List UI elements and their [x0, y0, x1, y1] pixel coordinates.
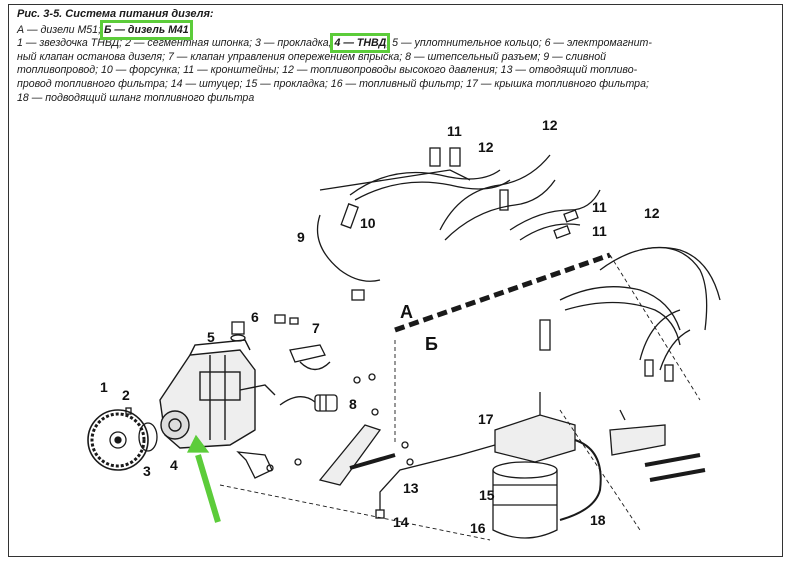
bracket-plate — [318, 424, 382, 486]
leader-lines — [219, 254, 701, 541]
label-18: 18 — [590, 512, 606, 528]
return-line — [316, 214, 381, 282]
label-13: 13 — [403, 480, 419, 496]
label-6: 6 — [251, 309, 259, 325]
green-arrow-head — [186, 434, 210, 453]
label-4: 4 — [170, 457, 178, 473]
high-pressure-lines-a — [349, 154, 601, 241]
bracket-11c — [553, 225, 571, 239]
clip — [351, 289, 365, 301]
label-3: 3 — [143, 463, 151, 479]
highlight-variant-b: Б — дизель М41 — [99, 19, 193, 40]
label-12c: 12 — [644, 205, 660, 221]
label-9: 9 — [297, 229, 305, 245]
segment-key — [125, 407, 132, 415]
label-2: 2 — [122, 387, 130, 403]
divider-line — [394, 252, 611, 333]
label-16: 16 — [470, 520, 486, 536]
label-15: 15 — [479, 487, 495, 503]
label-11c: 11 — [592, 223, 607, 239]
caption-line-2: 1 — звездочка ТНВД; 2 — сегментная шпонк… — [17, 33, 652, 54]
plug-connector — [279, 394, 338, 412]
sprocket — [87, 409, 149, 471]
caption-line-4: топливопровод; 10 — форсунка; 11 — кронш… — [17, 64, 638, 77]
label-8: 8 — [349, 396, 357, 412]
filter-bracket — [609, 424, 666, 456]
label-17: 17 — [478, 411, 494, 427]
bracket-lower — [236, 451, 273, 479]
label-7: 7 — [312, 320, 320, 336]
timing-valve — [289, 344, 326, 363]
gasket-ring — [138, 422, 158, 452]
caption-line-3: ный клапан останова дизеля; 7 — клапан у… — [17, 50, 606, 63]
valve-loop — [299, 361, 331, 371]
injection-pump — [159, 339, 276, 449]
caption-line-6: 18 — подводящий шланг топливного фильтра — [17, 91, 255, 104]
bolt-long-2 — [649, 468, 706, 482]
label-1: 1 — [100, 379, 108, 395]
bracket-11b — [563, 209, 579, 223]
label-14: 14 — [393, 514, 409, 530]
diagram-frame — [8, 4, 783, 557]
zone-label-b: Б — [425, 334, 438, 354]
figure-caption: Рис. 3-5. Система питания дизеля: А — ди… — [17, 8, 777, 105]
zone-label-a: А — [400, 302, 413, 322]
bolt-long-1 — [644, 453, 701, 467]
rod — [349, 453, 396, 470]
label-10: 10 — [360, 215, 376, 231]
fuel-filter — [492, 392, 576, 539]
fitting — [375, 509, 385, 519]
supply-hose — [559, 439, 602, 521]
figure-title: Рис. 3-5. Система питания дизеля: — [17, 8, 214, 20]
label-11a: 11 — [447, 123, 462, 139]
injector-rail-a — [319, 169, 471, 191]
caption-line-1: А — дизели М51; Б — дизель М41 — [17, 19, 193, 40]
highlight-item-4: 4 — ТНВД — [330, 33, 391, 54]
caption-line-5: провод топливного фильтра; 14 — штуцер; … — [17, 77, 649, 90]
label-12b: 12 — [542, 117, 558, 133]
injectors-a — [340, 147, 509, 229]
label-11b: 11 — [592, 199, 607, 215]
green-arrow — [195, 454, 221, 523]
small-bolt — [619, 409, 626, 421]
stop-valve — [230, 314, 299, 342]
label-5: 5 — [207, 329, 215, 345]
return-pipe — [379, 444, 496, 510]
label-12a: 12 — [478, 139, 494, 155]
